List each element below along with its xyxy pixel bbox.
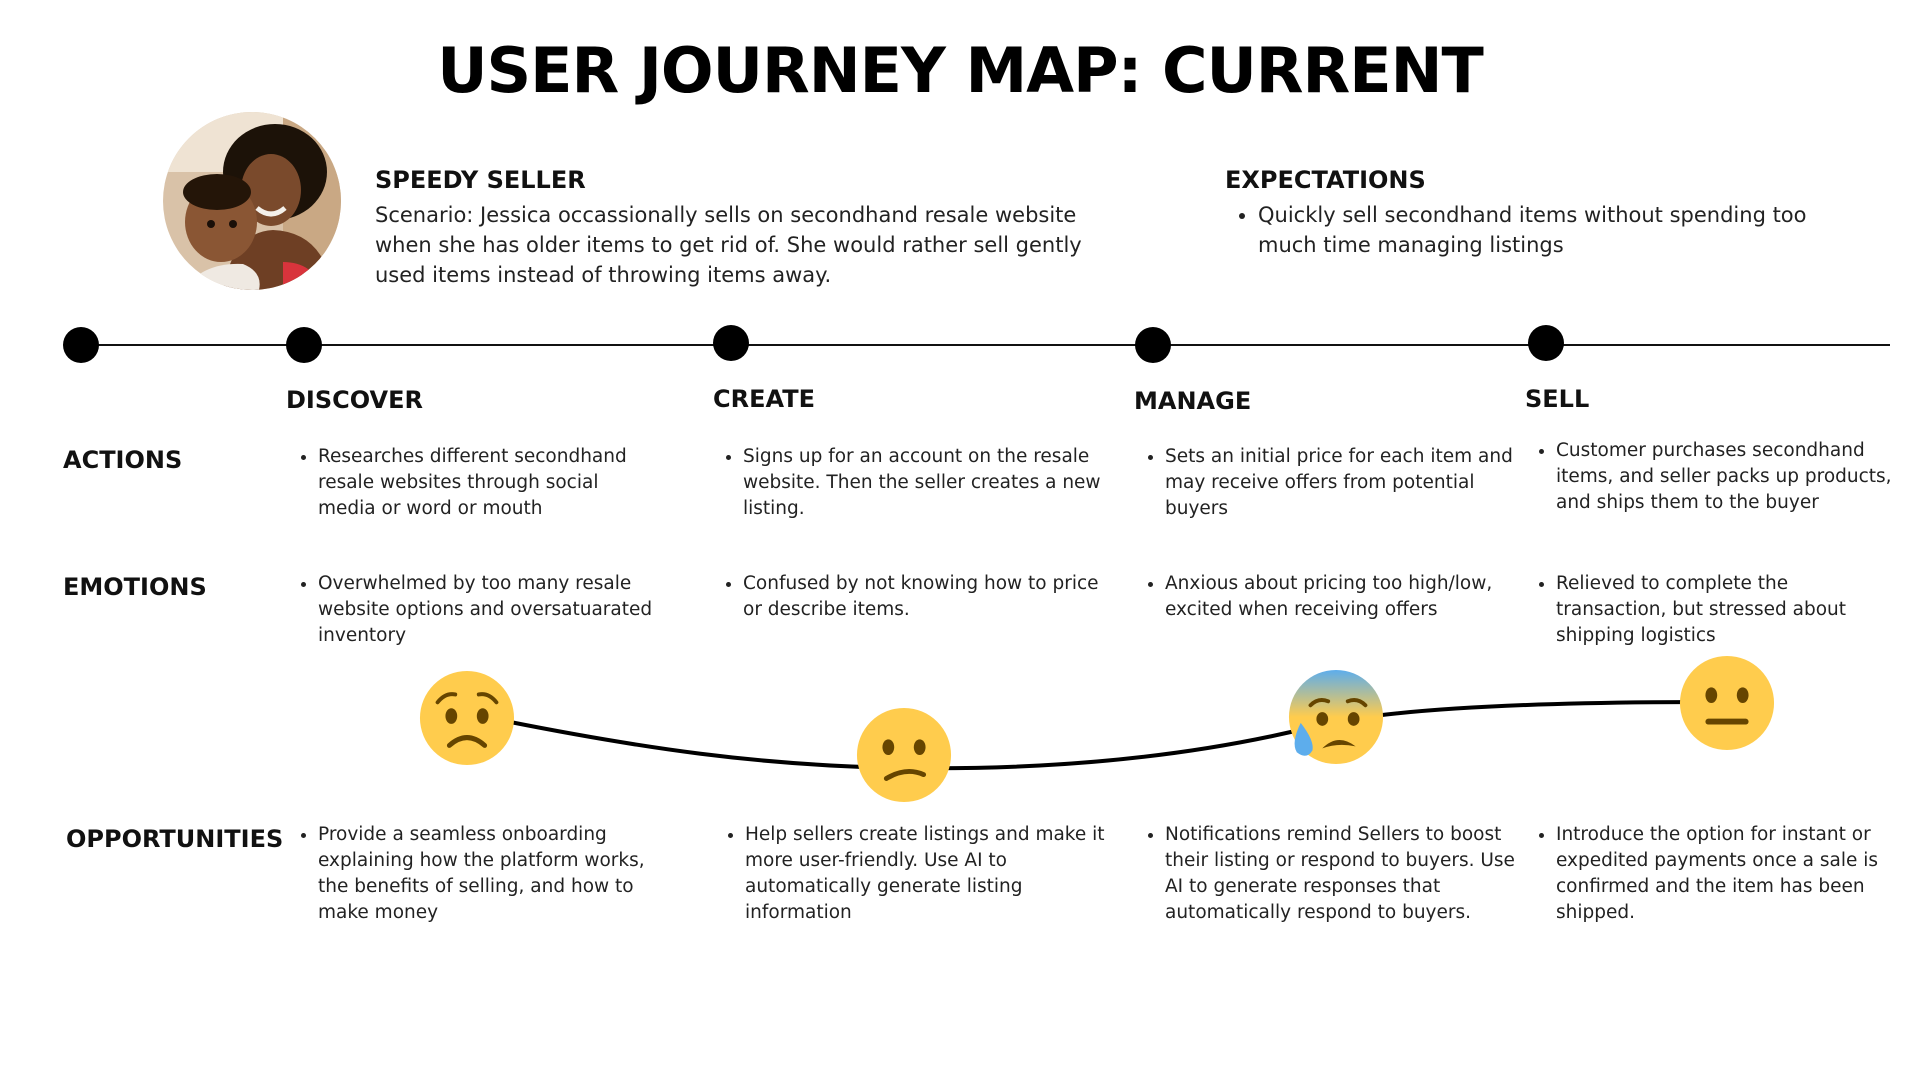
emotion-curve <box>499 700 1711 771</box>
list-item: Provide a seamless onboarding explaining… <box>318 822 658 926</box>
list-item: Overwhelmed by too many resale website o… <box>318 571 658 649</box>
expectations-heading: EXPECTATIONS <box>1225 166 1426 194</box>
neutral-face-icon <box>1679 655 1775 751</box>
list-item: Relieved to complete the transaction, bu… <box>1556 571 1876 649</box>
emotions-cell-manage: Anxious about pricing too high/low, exci… <box>1145 571 1515 623</box>
list-item: Customer purchases secondhand items, and… <box>1556 438 1906 516</box>
list-item: Sets an initial price for each item and … <box>1165 444 1515 522</box>
stage-manage: MANAGE <box>1134 387 1252 415</box>
persona-photo <box>163 112 341 290</box>
list-item: Researches different secondhand resale w… <box>318 444 658 522</box>
timeline-dot-sell <box>1528 325 1564 361</box>
list-item: Help sellers create listings and make it… <box>745 822 1110 926</box>
confused-face-icon <box>856 707 952 803</box>
persona-name: SPEEDY SELLER <box>375 166 586 194</box>
row-label-actions: ACTIONS <box>63 446 183 474</box>
opportunities-cell-create: Help sellers create listings and make it… <box>725 822 1110 926</box>
opportunities-cell-sell: Introduce the option for instant or expe… <box>1536 822 1886 926</box>
expectations-list: Quickly sell secondhand items without sp… <box>1236 200 1856 260</box>
timeline-dot-manage <box>1135 327 1171 363</box>
page-title: USER JOURNEY MAP: CURRENT <box>437 34 1484 107</box>
persona-scenario: Scenario: Jessica occassionally sells on… <box>375 203 1082 287</box>
emotions-cell-sell: Relieved to complete the transaction, bu… <box>1536 571 1876 649</box>
persona-avatar <box>163 112 341 290</box>
timeline-start-dot <box>63 327 99 363</box>
actions-cell-discover: Researches different secondhand resale w… <box>298 444 658 522</box>
worried-face-icon <box>419 670 515 766</box>
actions-cell-sell: Customer purchases secondhand items, and… <box>1536 438 1906 516</box>
actions-cell-manage: Sets an initial price for each item and … <box>1145 444 1515 522</box>
stage-sell: SELL <box>1525 385 1590 413</box>
emotions-cell-create: Confused by not knowing how to price or … <box>723 571 1103 623</box>
list-item: Anxious about pricing too high/low, exci… <box>1165 571 1515 623</box>
list-item: Confused by not knowing how to price or … <box>743 571 1103 623</box>
row-label-opportunities: OPPORTUNITIES <box>66 825 284 853</box>
actions-cell-create: Signs up for an account on the resale we… <box>723 444 1103 522</box>
opportunities-cell-manage: Notifications remind Sellers to boost th… <box>1145 822 1515 926</box>
expectation-item: Quickly sell secondhand items without sp… <box>1258 200 1856 260</box>
list-item: Notifications remind Sellers to boost th… <box>1165 822 1515 926</box>
stage-create: CREATE <box>713 385 815 413</box>
list-item: Signs up for an account on the resale we… <box>743 444 1103 522</box>
timeline-dot-discover <box>286 327 322 363</box>
timeline-line <box>80 344 1890 346</box>
list-item: Introduce the option for instant or expe… <box>1556 822 1886 926</box>
stage-discover: DISCOVER <box>286 386 423 414</box>
anxious-sweat-face-icon <box>1288 669 1384 765</box>
opportunities-cell-discover: Provide a seamless onboarding explaining… <box>298 822 658 926</box>
row-label-emotions: EMOTIONS <box>63 573 207 601</box>
emotions-cell-discover: Overwhelmed by too many resale website o… <box>298 571 658 649</box>
timeline-dot-create <box>713 325 749 361</box>
